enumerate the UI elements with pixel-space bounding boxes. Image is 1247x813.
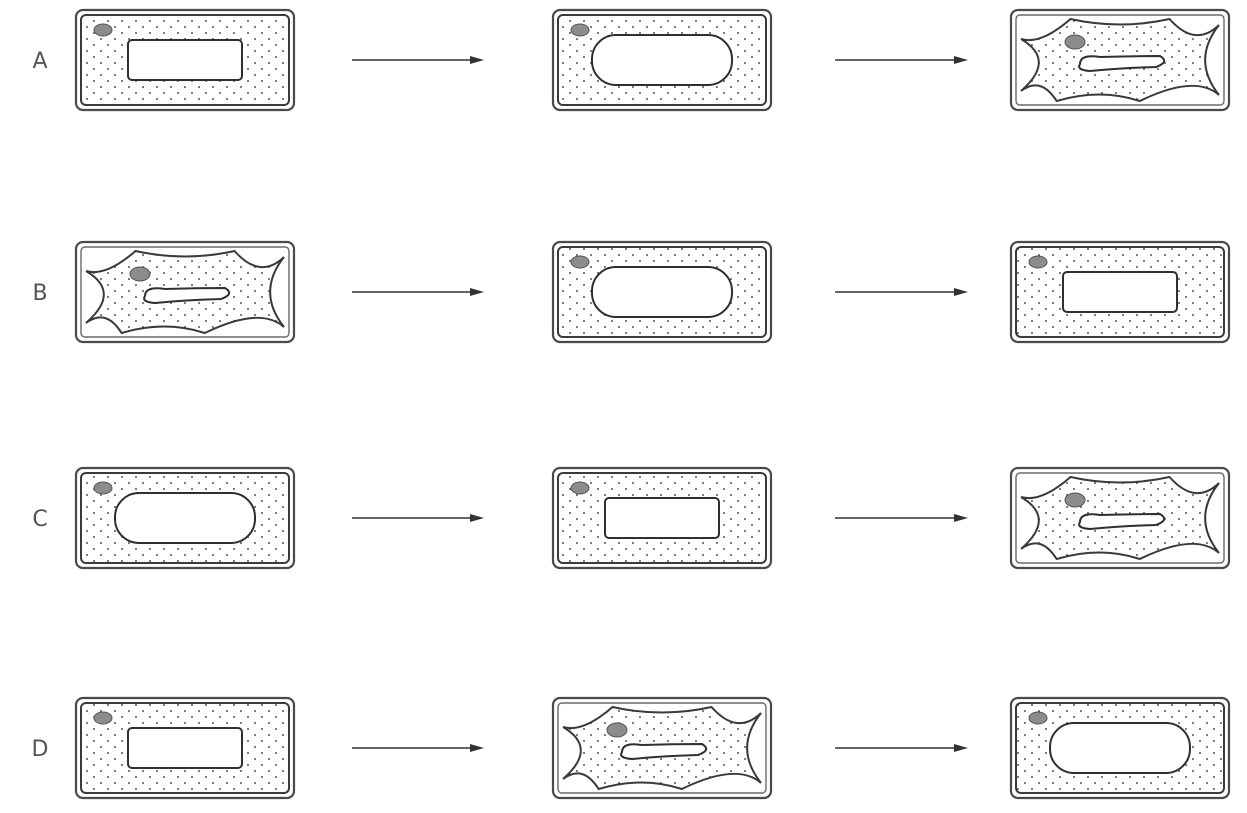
cell-plasmolysed xyxy=(1011,468,1229,568)
nucleus xyxy=(607,723,627,737)
arrow-icon xyxy=(352,514,484,522)
nucleus xyxy=(571,482,589,494)
cell-turgid xyxy=(553,242,771,342)
nucleus xyxy=(571,256,589,268)
cell-turgid xyxy=(553,10,771,110)
cell-plasmolysed xyxy=(76,242,294,342)
option-row-a: A xyxy=(32,10,1229,110)
option-label: B xyxy=(32,281,47,306)
arrow-icon xyxy=(352,744,484,752)
cell-plasmolysed xyxy=(1011,10,1229,110)
arrow-head xyxy=(470,514,484,522)
nucleus xyxy=(94,482,112,494)
arrow-icon xyxy=(835,56,968,64)
nucleus xyxy=(94,24,112,36)
cell-turgid xyxy=(1011,698,1229,798)
arrow-icon xyxy=(352,56,484,64)
option-row-d: D xyxy=(32,698,1229,798)
arrow-head xyxy=(954,514,968,522)
arrow-icon xyxy=(835,514,968,522)
option-label: D xyxy=(32,737,49,762)
arrow-icon xyxy=(352,288,484,296)
vacuole xyxy=(592,35,732,85)
nucleus xyxy=(1029,712,1047,724)
option-row-c: C xyxy=(32,468,1229,568)
option-label: C xyxy=(32,507,47,532)
vacuole xyxy=(1063,272,1177,312)
nucleus xyxy=(1065,493,1085,507)
option-label: A xyxy=(32,49,47,74)
arrow-head xyxy=(954,56,968,64)
arrow-head xyxy=(470,744,484,752)
arrow-head xyxy=(954,288,968,296)
vacuole xyxy=(115,493,255,543)
nucleus xyxy=(1029,256,1047,268)
vacuole xyxy=(1050,723,1190,773)
arrow-icon xyxy=(835,744,968,752)
cell-normal xyxy=(553,468,771,568)
nucleus xyxy=(94,712,112,724)
cell-normal xyxy=(76,698,294,798)
cell-plasmolysed xyxy=(553,698,771,798)
arrow-icon xyxy=(835,288,968,296)
vacuole xyxy=(128,40,242,80)
arrow-head xyxy=(470,288,484,296)
cell-normal xyxy=(76,10,294,110)
nucleus xyxy=(1065,35,1085,49)
vacuole xyxy=(128,728,242,768)
nucleus xyxy=(571,24,589,36)
cell-turgid xyxy=(76,468,294,568)
nucleus xyxy=(130,267,150,281)
vacuole xyxy=(605,498,719,538)
vacuole xyxy=(592,267,732,317)
cell-normal xyxy=(1011,242,1229,342)
arrow-head xyxy=(470,56,484,64)
arrow-head xyxy=(954,744,968,752)
option-row-b: B xyxy=(32,242,1229,342)
